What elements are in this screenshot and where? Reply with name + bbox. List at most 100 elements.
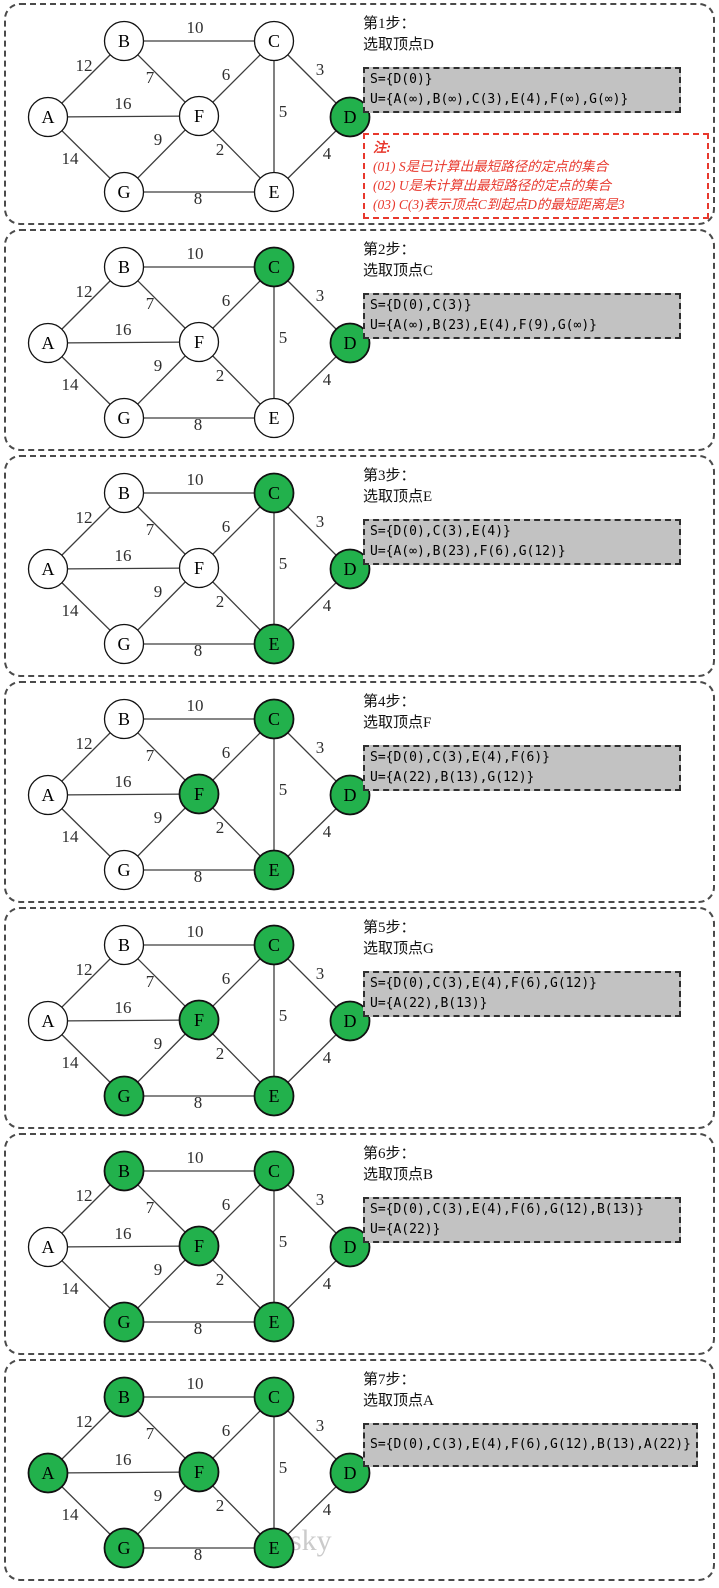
edge-weight-AG: 14 [62, 1053, 80, 1072]
edge-weight-CF: 6 [222, 517, 231, 536]
node-F [178, 547, 220, 589]
edge-weight-CF: 6 [222, 743, 231, 762]
node-F [178, 773, 220, 815]
step-7-info: 第7步： 选取顶点A S={D(0),C(3),E(4),F(6),G(12),… [363, 1370, 715, 1467]
step-number: 第6步： [363, 1146, 416, 1162]
edge-weight-GE: 8 [194, 1545, 203, 1564]
node-A [27, 1000, 69, 1042]
step-title: 第1步： 选取顶点D [363, 14, 715, 56]
step-action: 选取顶点C [363, 263, 434, 279]
note-line: (03) C(3)表示顶点C到起点D的最短距离是3 [373, 197, 625, 212]
edge-weight-DE: 4 [323, 596, 332, 615]
edge-weight-BF: 7 [146, 746, 155, 765]
edge-weight-BC: 10 [187, 922, 204, 941]
edge-weight-AG: 14 [62, 149, 80, 168]
step-number: 第2步： [363, 242, 416, 258]
node-label-D: D [344, 1237, 357, 1257]
node-F [178, 1451, 220, 1493]
node-label-A: A [42, 785, 55, 805]
step-action: 选取顶点E [363, 489, 433, 505]
edge-weight-FG: 9 [154, 130, 163, 149]
step-number: 第1步： [363, 16, 416, 32]
set-status-box: S={D(0),C(3),E(4)} U={A(∞),B(23),F(6),G(… [363, 519, 681, 565]
node-G [103, 397, 145, 439]
edge-weight-CE: 5 [279, 1006, 288, 1025]
node-label-F: F [194, 1010, 204, 1030]
node-label-A: A [42, 1463, 55, 1483]
node-label-D: D [344, 1011, 357, 1031]
node-label-E: E [269, 1312, 280, 1332]
set-status-box: S={D(0),C(3),E(4),F(6),G(12)} U={A(22),B… [363, 971, 681, 1017]
node-label-G: G [118, 1086, 131, 1106]
edge-weight-FE: 2 [216, 818, 225, 837]
edge-weight-AB: 12 [76, 56, 93, 75]
node-D [329, 1452, 371, 1494]
edge-weight-FE: 2 [216, 1044, 225, 1063]
node-C [253, 472, 295, 514]
edge-weight-CD: 3 [316, 738, 325, 757]
node-label-A: A [42, 1237, 55, 1257]
node-label-E: E [269, 634, 280, 654]
step-1-info: 第1步： 选取顶点D S={D(0)} U={A(∞),B(∞),C(3),E(… [363, 14, 715, 219]
edge-weight-CE: 5 [279, 1232, 288, 1251]
edge-weight-BF: 7 [146, 520, 155, 539]
u-set-line: U={A(22)} [370, 1222, 441, 1237]
edge-weight-AF: 16 [115, 772, 132, 791]
node-label-C: C [268, 31, 280, 51]
node-B [103, 246, 145, 288]
edge-weight-BC: 10 [187, 1148, 204, 1167]
edge-weight-FE: 2 [216, 366, 225, 385]
node-label-F: F [194, 1462, 204, 1482]
edge-weight-BC: 10 [187, 470, 204, 489]
node-E [253, 1527, 295, 1569]
node-label-A: A [42, 559, 55, 579]
edge-weight-CE: 5 [279, 328, 288, 347]
node-G [103, 171, 145, 213]
node-F [178, 321, 220, 363]
edge-weight-FE: 2 [216, 1270, 225, 1289]
edge-weight-BC: 10 [187, 244, 204, 263]
edge-weight-AF: 16 [115, 1450, 132, 1469]
edge-weight-FG: 9 [154, 1486, 163, 1505]
node-A [27, 322, 69, 364]
node-A [27, 1452, 69, 1494]
node-C [253, 246, 295, 288]
edge-weight-AG: 14 [62, 1279, 80, 1298]
node-label-E: E [269, 1086, 280, 1106]
edge-weight-FG: 9 [154, 1034, 163, 1053]
s-set-line: S={D(0),C(3),E(4),F(6),G(12),B(13)} [370, 1202, 644, 1217]
edge-weight-AG: 14 [62, 375, 80, 394]
node-E [253, 623, 295, 665]
edge-AF [47, 1471, 200, 1474]
node-D [329, 1000, 371, 1042]
step-action: 选取顶点A [363, 1393, 434, 1409]
step-action: 选取顶点G [363, 941, 434, 957]
node-label-D: D [344, 785, 357, 805]
edge-weight-BC: 10 [187, 1374, 204, 1393]
step-2-info: 第2步： 选取顶点C S={D(0),C(3)} U={A(∞),B(23),E… [363, 240, 715, 339]
edge-weight-BF: 7 [146, 1198, 155, 1217]
node-label-C: C [268, 257, 280, 277]
note-line: (01) S是已计算出最短路径的定点的集合 [373, 159, 609, 174]
edge-weight-DE: 4 [323, 822, 332, 841]
edge-weight-CF: 6 [222, 969, 231, 988]
node-label-E: E [269, 1538, 280, 1558]
edge-weight-DE: 4 [323, 1274, 332, 1293]
s-set-line: S={D(0),C(3)} [370, 298, 472, 313]
edge-weight-CD: 3 [316, 512, 325, 531]
node-B [103, 472, 145, 514]
edge-weight-BC: 10 [187, 18, 204, 37]
step-5-info: 第5步： 选取顶点G S={D(0),C(3),E(4),F(6),G(12)}… [363, 918, 715, 1017]
node-label-G: G [118, 1538, 131, 1558]
step-title: 第2步： 选取顶点C [363, 240, 715, 282]
node-label-C: C [268, 1387, 280, 1407]
node-G [103, 1527, 145, 1569]
node-B [103, 1150, 145, 1192]
